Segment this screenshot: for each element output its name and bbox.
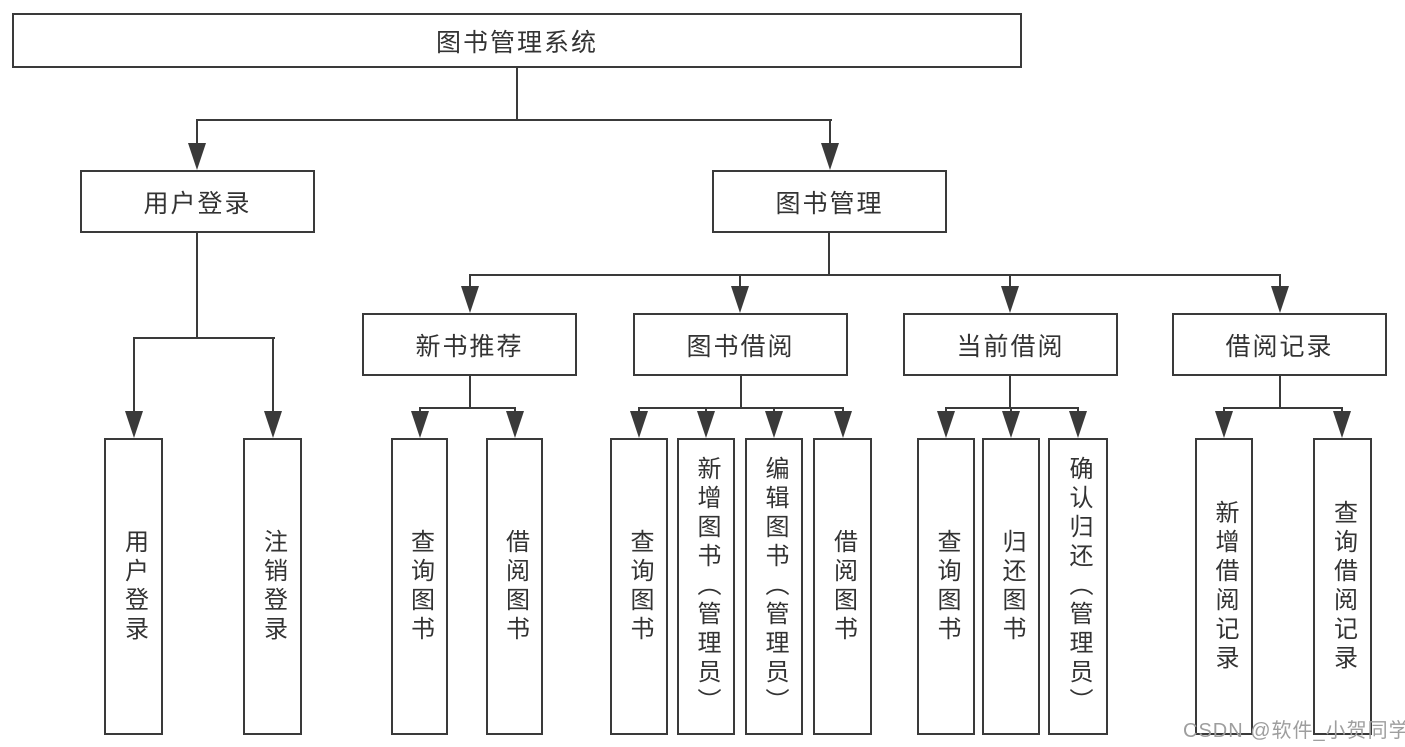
connector-vline xyxy=(516,68,518,121)
arrowhead-down xyxy=(125,411,143,438)
arrowhead-down xyxy=(411,411,429,438)
leaf-label: 注销登录 xyxy=(259,528,287,645)
leaf-borrowing-query-books: 查询图书 xyxy=(610,438,668,735)
leaf-label: 查询图书 xyxy=(406,528,434,645)
leaf-return-books: 归还图书 xyxy=(982,438,1040,735)
arrowhead-down xyxy=(1333,411,1351,438)
node-label: 图书管理系统 xyxy=(435,28,598,57)
node-current-borrowing: 当前借阅 xyxy=(903,313,1118,376)
connector-hline xyxy=(638,407,844,409)
arrowhead-down xyxy=(461,286,479,313)
arrowhead-down xyxy=(506,411,524,438)
node-label: 新书推荐 xyxy=(415,332,524,361)
arrowhead-down xyxy=(834,411,852,438)
connector-vline xyxy=(133,337,135,413)
arrowhead-down xyxy=(1215,411,1233,438)
connector-vline xyxy=(514,407,516,414)
connector-vline xyxy=(828,233,830,276)
connector-hline xyxy=(419,407,516,409)
connector-vline xyxy=(945,407,947,414)
leaf-label: 归还图书 xyxy=(998,528,1025,645)
leaf-label: 用户登录 xyxy=(120,528,148,645)
arrowhead-down xyxy=(1001,286,1019,313)
connector-vline xyxy=(1279,274,1281,288)
leaf-label: 查询图书 xyxy=(626,528,653,645)
leaf-label: 确认归还（管理员） xyxy=(1065,456,1092,717)
connector-hline xyxy=(945,407,1079,409)
leaf-label: 编辑图书（管理员） xyxy=(761,456,788,717)
node-label: 当前借阅 xyxy=(956,332,1065,361)
arrowhead-down xyxy=(765,411,783,438)
arrowhead-down xyxy=(1271,286,1289,313)
leaf-edit-books-admin: 编辑图书（管理员） xyxy=(745,438,803,735)
leaf-current-query-books: 查询图书 xyxy=(917,438,975,735)
leaf-label: 借阅图书 xyxy=(829,528,857,645)
connector-vline xyxy=(773,407,775,414)
arrowhead-down xyxy=(731,286,749,313)
leaf-recommend-borrow-books: 借阅图书 xyxy=(486,438,543,735)
leaf-add-borrow-record: 新增借阅记录 xyxy=(1195,438,1253,735)
leaf-label: 查询图书 xyxy=(933,528,960,645)
node-user-login: 用户登录 xyxy=(80,170,315,233)
connector-vline xyxy=(469,274,471,288)
connector-hline xyxy=(469,274,1281,276)
leaf-label: 新增图书（管理员） xyxy=(693,456,720,717)
connector-vline xyxy=(272,337,274,413)
leaf-add-books-admin: 新增图书（管理员） xyxy=(677,438,735,735)
connector-vline xyxy=(469,376,471,409)
leaf-logout: 注销登录 xyxy=(243,438,302,735)
leaf-borrowing-borrow-books: 借阅图书 xyxy=(813,438,872,735)
connector-vline xyxy=(1009,376,1011,409)
connector-vline xyxy=(419,407,421,414)
connector-vline xyxy=(1077,407,1079,414)
node-book-management: 图书管理 xyxy=(712,170,947,233)
connector-hline xyxy=(133,337,275,339)
connector-vline xyxy=(1223,407,1225,414)
node-label: 图书借阅 xyxy=(686,332,795,361)
connector-vline xyxy=(638,407,640,414)
connector-vline xyxy=(1341,407,1343,414)
connector-hline xyxy=(196,119,832,121)
connector-hline xyxy=(1223,407,1343,409)
leaf-query-borrow-record: 查询借阅记录 xyxy=(1313,438,1372,735)
arrowhead-down xyxy=(937,411,955,438)
node-library-management-system: 图书管理系统 xyxy=(12,13,1022,68)
node-new-book-recommendation: 新书推荐 xyxy=(362,313,577,376)
node-borrowing-records: 借阅记录 xyxy=(1172,313,1387,376)
leaf-label: 新增借阅记录 xyxy=(1211,499,1238,674)
node-label: 借阅记录 xyxy=(1225,332,1334,361)
arrowhead-down xyxy=(188,143,206,170)
arrowhead-down xyxy=(697,411,715,438)
arrowhead-down xyxy=(1002,411,1020,438)
arrowhead-down xyxy=(264,411,282,438)
connector-vline xyxy=(1009,274,1011,288)
leaf-label: 借阅图书 xyxy=(501,528,529,645)
connector-vline xyxy=(196,119,198,147)
connector-vline xyxy=(842,407,844,414)
connector-vline xyxy=(1010,407,1012,414)
connector-vline xyxy=(1279,376,1281,409)
arrowhead-down xyxy=(630,411,648,438)
node-label: 用户登录 xyxy=(143,189,252,218)
connector-vline xyxy=(196,233,198,339)
connector-vline xyxy=(705,407,707,414)
connector-vline xyxy=(739,274,741,288)
arrowhead-down xyxy=(821,143,839,170)
connector-vline xyxy=(740,376,742,409)
leaf-user-login: 用户登录 xyxy=(104,438,163,735)
connector-vline xyxy=(829,119,831,147)
node-book-borrowing: 图书借阅 xyxy=(633,313,848,376)
leaf-label: 查询借阅记录 xyxy=(1329,499,1357,674)
arrowhead-down xyxy=(1069,411,1087,438)
csdn-watermark: CSDN @软件_小贺同学 xyxy=(1183,720,1405,742)
leaf-recommend-query-books: 查询图书 xyxy=(391,438,448,735)
leaf-confirm-return-admin: 确认归还（管理员） xyxy=(1048,438,1108,735)
node-label: 图书管理 xyxy=(775,189,884,218)
